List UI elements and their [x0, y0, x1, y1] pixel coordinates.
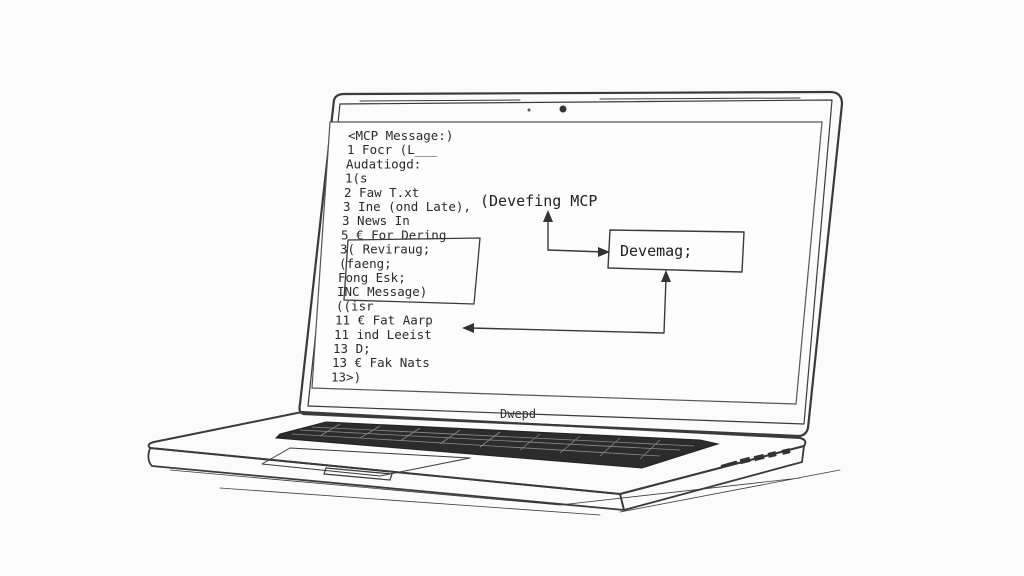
keyboard	[274, 421, 720, 469]
code-line: 1(s	[345, 171, 368, 186]
laptop-brand-label: Dwepd	[500, 407, 536, 421]
flow-arrows	[462, 210, 671, 334]
code-line: 13>)	[331, 369, 361, 384]
code-line: 3 News In	[342, 213, 410, 228]
code-listing: <MCP Message:)1 Focr (L___ Audatiogd:1(s…	[331, 128, 471, 384]
code-line: 2 Faw T.xt	[344, 185, 419, 200]
webcam-icon	[559, 105, 567, 113]
code-highlight-box	[343, 237, 481, 305]
trackpad	[261, 447, 471, 477]
code-line: 13 D;	[333, 341, 371, 356]
side-ports	[720, 448, 791, 468]
code-line: 3 Ine (ond Late),	[343, 199, 471, 214]
code-line: Audatiogd:	[346, 156, 421, 171]
code-line: 3( Reviraug;	[340, 242, 430, 257]
code-line: 11 € Fat Aarp	[335, 313, 433, 328]
code-line: 13 € Fak Nats	[332, 355, 430, 370]
callout-label: (Devefing MCP	[480, 192, 597, 210]
code-line: Fong Esk;	[338, 270, 406, 285]
code-line: INC Message)	[337, 284, 427, 299]
node-box	[607, 229, 745, 273]
code-line: 1 Focr (L___	[347, 142, 438, 157]
sensor-dot	[527, 108, 531, 112]
node-label: Devemag;	[620, 242, 692, 260]
laptop-screen	[311, 121, 823, 405]
code-line: 11 ind Leeist	[334, 327, 432, 342]
desk-shadow	[169, 469, 841, 516]
code-line: (faeng;	[339, 256, 392, 271]
code-line: <MCP Message:)	[348, 128, 453, 143]
code-line: ((isr	[336, 298, 374, 313]
